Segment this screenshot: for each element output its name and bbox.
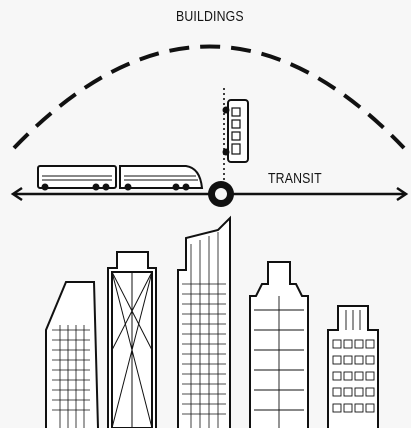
station-node-icon [208, 181, 234, 207]
dashed-arc [14, 47, 404, 149]
building-3 [178, 218, 230, 428]
building-5 [328, 306, 378, 428]
bus-icon [224, 100, 249, 162]
building-1 [46, 282, 98, 428]
buildings-label: BUILDINGS [176, 8, 244, 25]
building-4 [250, 262, 308, 428]
building-2 [108, 252, 156, 428]
transit-label: TRANSIT [268, 170, 322, 187]
skyline-buildings [46, 218, 378, 428]
train-icon [38, 166, 202, 190]
